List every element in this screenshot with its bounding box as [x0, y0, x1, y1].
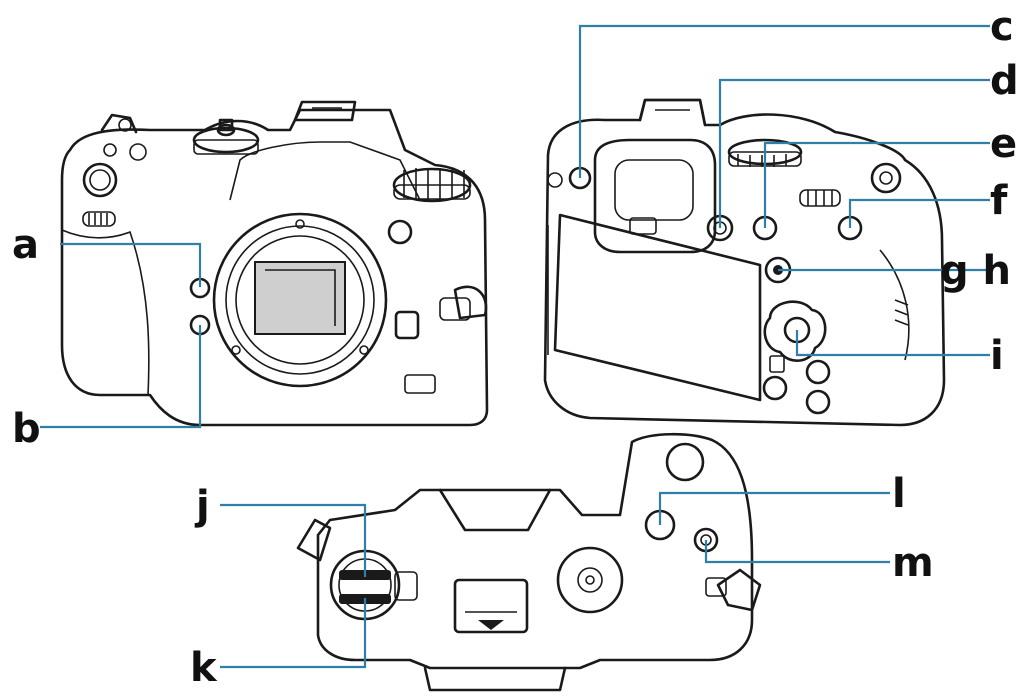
callout-e: e	[990, 121, 1017, 167]
leader-i	[795, 330, 990, 357]
leader-l	[658, 491, 890, 525]
callout-labels: a b c d e f g h i j k l m	[12, 4, 1019, 691]
callout-a: a	[12, 222, 39, 268]
leader-j	[220, 503, 367, 577]
callout-leader-lines	[40, 24, 990, 669]
leader-a	[60, 242, 202, 287]
callout-c: c	[990, 4, 1014, 50]
callout-d: d	[990, 58, 1019, 104]
callout-m: m	[892, 540, 934, 586]
callout-j: j	[194, 483, 210, 529]
callout-i: i	[990, 333, 1004, 379]
leader-e	[763, 141, 990, 228]
callout-gh: g h	[940, 248, 1011, 294]
leader-k	[220, 598, 367, 669]
camera-back-view	[543, 98, 946, 427]
leader-c	[578, 24, 990, 178]
callout-k: k	[190, 645, 218, 691]
leader-f	[848, 198, 990, 228]
camera-front-view	[60, 100, 489, 427]
leader-d	[718, 78, 990, 228]
callout-f: f	[990, 178, 1008, 224]
leader-m	[704, 540, 890, 564]
camera-top-view	[296, 432, 762, 692]
callout-l: l	[892, 471, 906, 517]
leader-b	[40, 325, 202, 429]
callout-b: b	[12, 406, 41, 452]
